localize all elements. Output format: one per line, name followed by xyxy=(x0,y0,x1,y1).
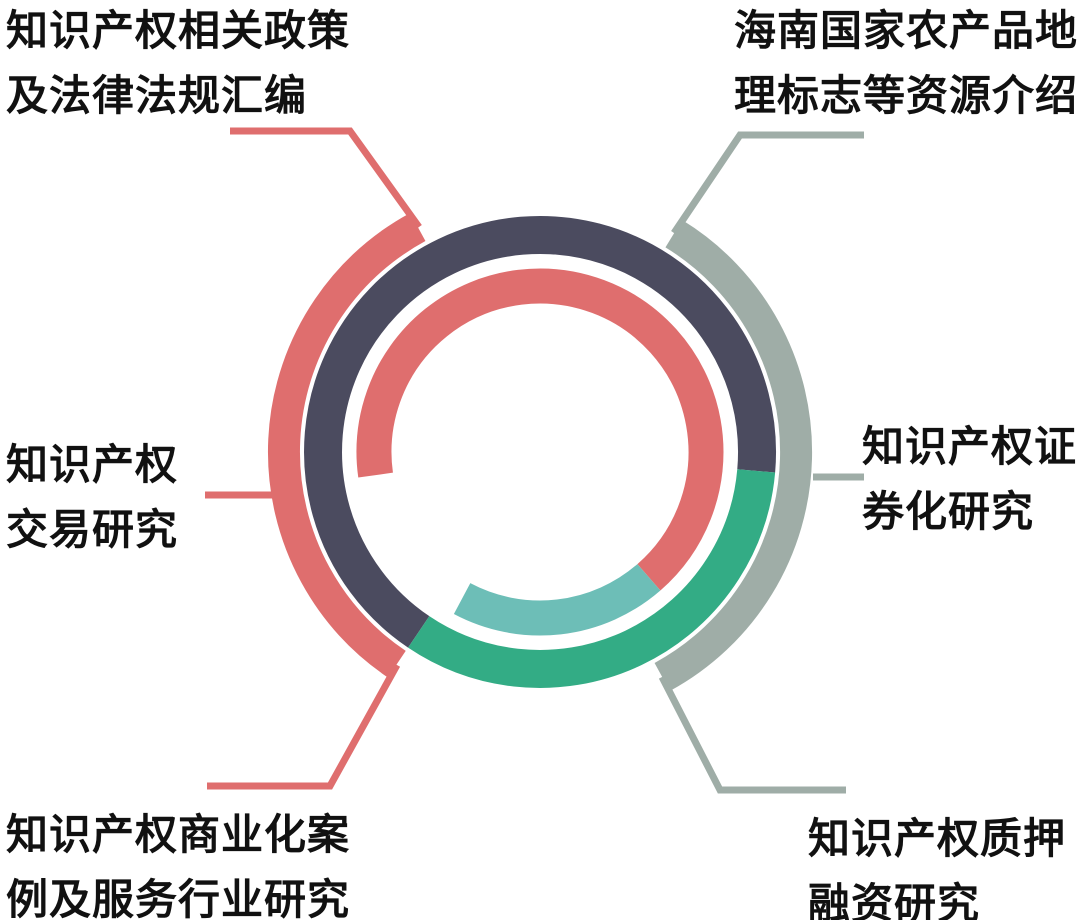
connector-top-right xyxy=(671,131,864,235)
label-top-right-line2: 理标志等资源介绍 xyxy=(734,72,1079,119)
connector-bottom-left xyxy=(207,663,401,790)
main-ring xyxy=(304,216,776,688)
label-bottom-left-line2: 例及服务行业研究 xyxy=(6,876,351,920)
label-top-left-line1: 知识产权相关政策 xyxy=(6,7,351,54)
outer-ring xyxy=(267,212,813,692)
label-top-right: 海南国家农产品地 理标志等资源介绍 xyxy=(734,0,1078,128)
inner-arc-teal xyxy=(453,563,661,636)
label-bottom-left-line1: 知识产权商业化案 xyxy=(6,811,351,858)
label-top-left: 知识产权相关政策 及法律法规汇编 xyxy=(6,0,350,128)
connector-top-left xyxy=(230,127,422,230)
main-arc-navy xyxy=(304,216,776,648)
label-bottom-left: 知识产权商业化案 例及服务行业研究 xyxy=(6,802,350,920)
label-mid-left: 知识产权 交易研究 xyxy=(6,432,178,562)
label-mid-left-line1: 知识产权 xyxy=(6,441,179,488)
label-mid-right-line2: 券化研究 xyxy=(862,488,1035,535)
label-mid-right: 知识产权证 券化研究 xyxy=(862,414,1077,544)
connector-lines xyxy=(205,127,864,794)
connector-bottom-right xyxy=(658,675,846,794)
label-bottom-right-line1: 知识产权质押 xyxy=(808,815,1067,862)
inner-ring xyxy=(356,268,724,636)
inner-arc-coral xyxy=(356,268,724,591)
label-mid-right-line1: 知识产权证 xyxy=(862,423,1078,470)
label-top-left-line2: 及法律法规汇编 xyxy=(6,72,308,119)
outer-arc-coral-left xyxy=(267,212,426,678)
label-mid-left-line2: 交易研究 xyxy=(6,506,179,553)
label-bottom-right-line2: 融资研究 xyxy=(808,880,981,920)
outer-arc-gray-right xyxy=(654,220,813,692)
label-bottom-right: 知识产权质押 融资研究 xyxy=(808,806,1066,920)
main-arc-green xyxy=(408,469,776,688)
label-top-right-line1: 海南国家农产品地 xyxy=(734,7,1079,54)
